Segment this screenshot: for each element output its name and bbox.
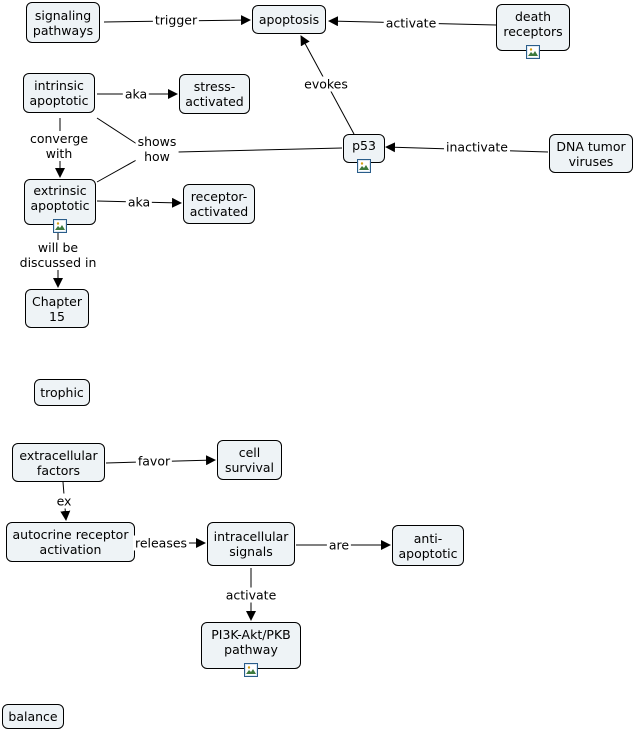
link-label-trigger: trigger	[152, 12, 200, 28]
node-intrinsic-apoptotic[interactable]: intrinsic apoptotic	[23, 73, 95, 113]
image-icon[interactable]	[526, 45, 540, 59]
node-extracellular-factors[interactable]: extracellular factors	[12, 443, 105, 482]
link-label-converge-with: converge with	[27, 131, 91, 161]
node-p53[interactable]: p53	[343, 134, 385, 163]
link-label-aka-intrinsic: aka	[122, 86, 150, 102]
node-trophic[interactable]: trophic	[34, 379, 90, 406]
link-label-will-be-discussed-in: will be discussed in	[17, 240, 99, 270]
node-intracellular-signals[interactable]: intracellular signals	[207, 522, 295, 566]
link-label-shows-how: shows how	[135, 134, 179, 164]
node-signaling-pathways[interactable]: signaling pathways	[26, 2, 100, 43]
node-stress-activated[interactable]: stress- activated	[179, 74, 250, 114]
link-label-favor: favor	[135, 453, 173, 469]
edge-shows-how-extrinsic	[96, 157, 141, 183]
node-autocrine-receptor-activation[interactable]: autocrine receptor activation	[6, 522, 135, 562]
edge-shows-how-intrinsic	[96, 117, 141, 147]
link-label-evokes: evokes	[302, 76, 350, 92]
link-label-aka-extrinsic: aka	[125, 194, 153, 210]
image-icon[interactable]	[244, 663, 258, 677]
link-label-inactivate: inactivate	[444, 139, 510, 155]
node-cell-survival[interactable]: cell survival	[217, 440, 282, 480]
node-pi3k-pathway[interactable]: PI3K-Akt/PKB pathway	[201, 622, 301, 669]
link-label-ex: ex	[54, 493, 74, 509]
node-apoptosis[interactable]: apoptosis	[252, 5, 326, 34]
node-death-receptors[interactable]: death receptors	[496, 4, 570, 51]
node-dna-tumor-viruses[interactable]: DNA tumor viruses	[549, 134, 633, 173]
link-label-are: are	[326, 537, 352, 553]
link-label-activate-pi3k: activate	[223, 587, 279, 603]
edge-shows-how-main	[177, 147, 343, 153]
image-icon[interactable]	[357, 159, 371, 173]
node-anti-apoptotic[interactable]: anti- apoptotic	[392, 525, 464, 566]
image-icon[interactable]	[53, 219, 67, 233]
node-chapter-15[interactable]: Chapter 15	[25, 289, 89, 328]
link-label-releases: releases	[132, 535, 190, 551]
node-receptor-activated[interactable]: receptor- activated	[183, 184, 255, 224]
node-balance[interactable]: balance	[2, 704, 64, 729]
link-label-activate-death: activate	[383, 15, 439, 31]
